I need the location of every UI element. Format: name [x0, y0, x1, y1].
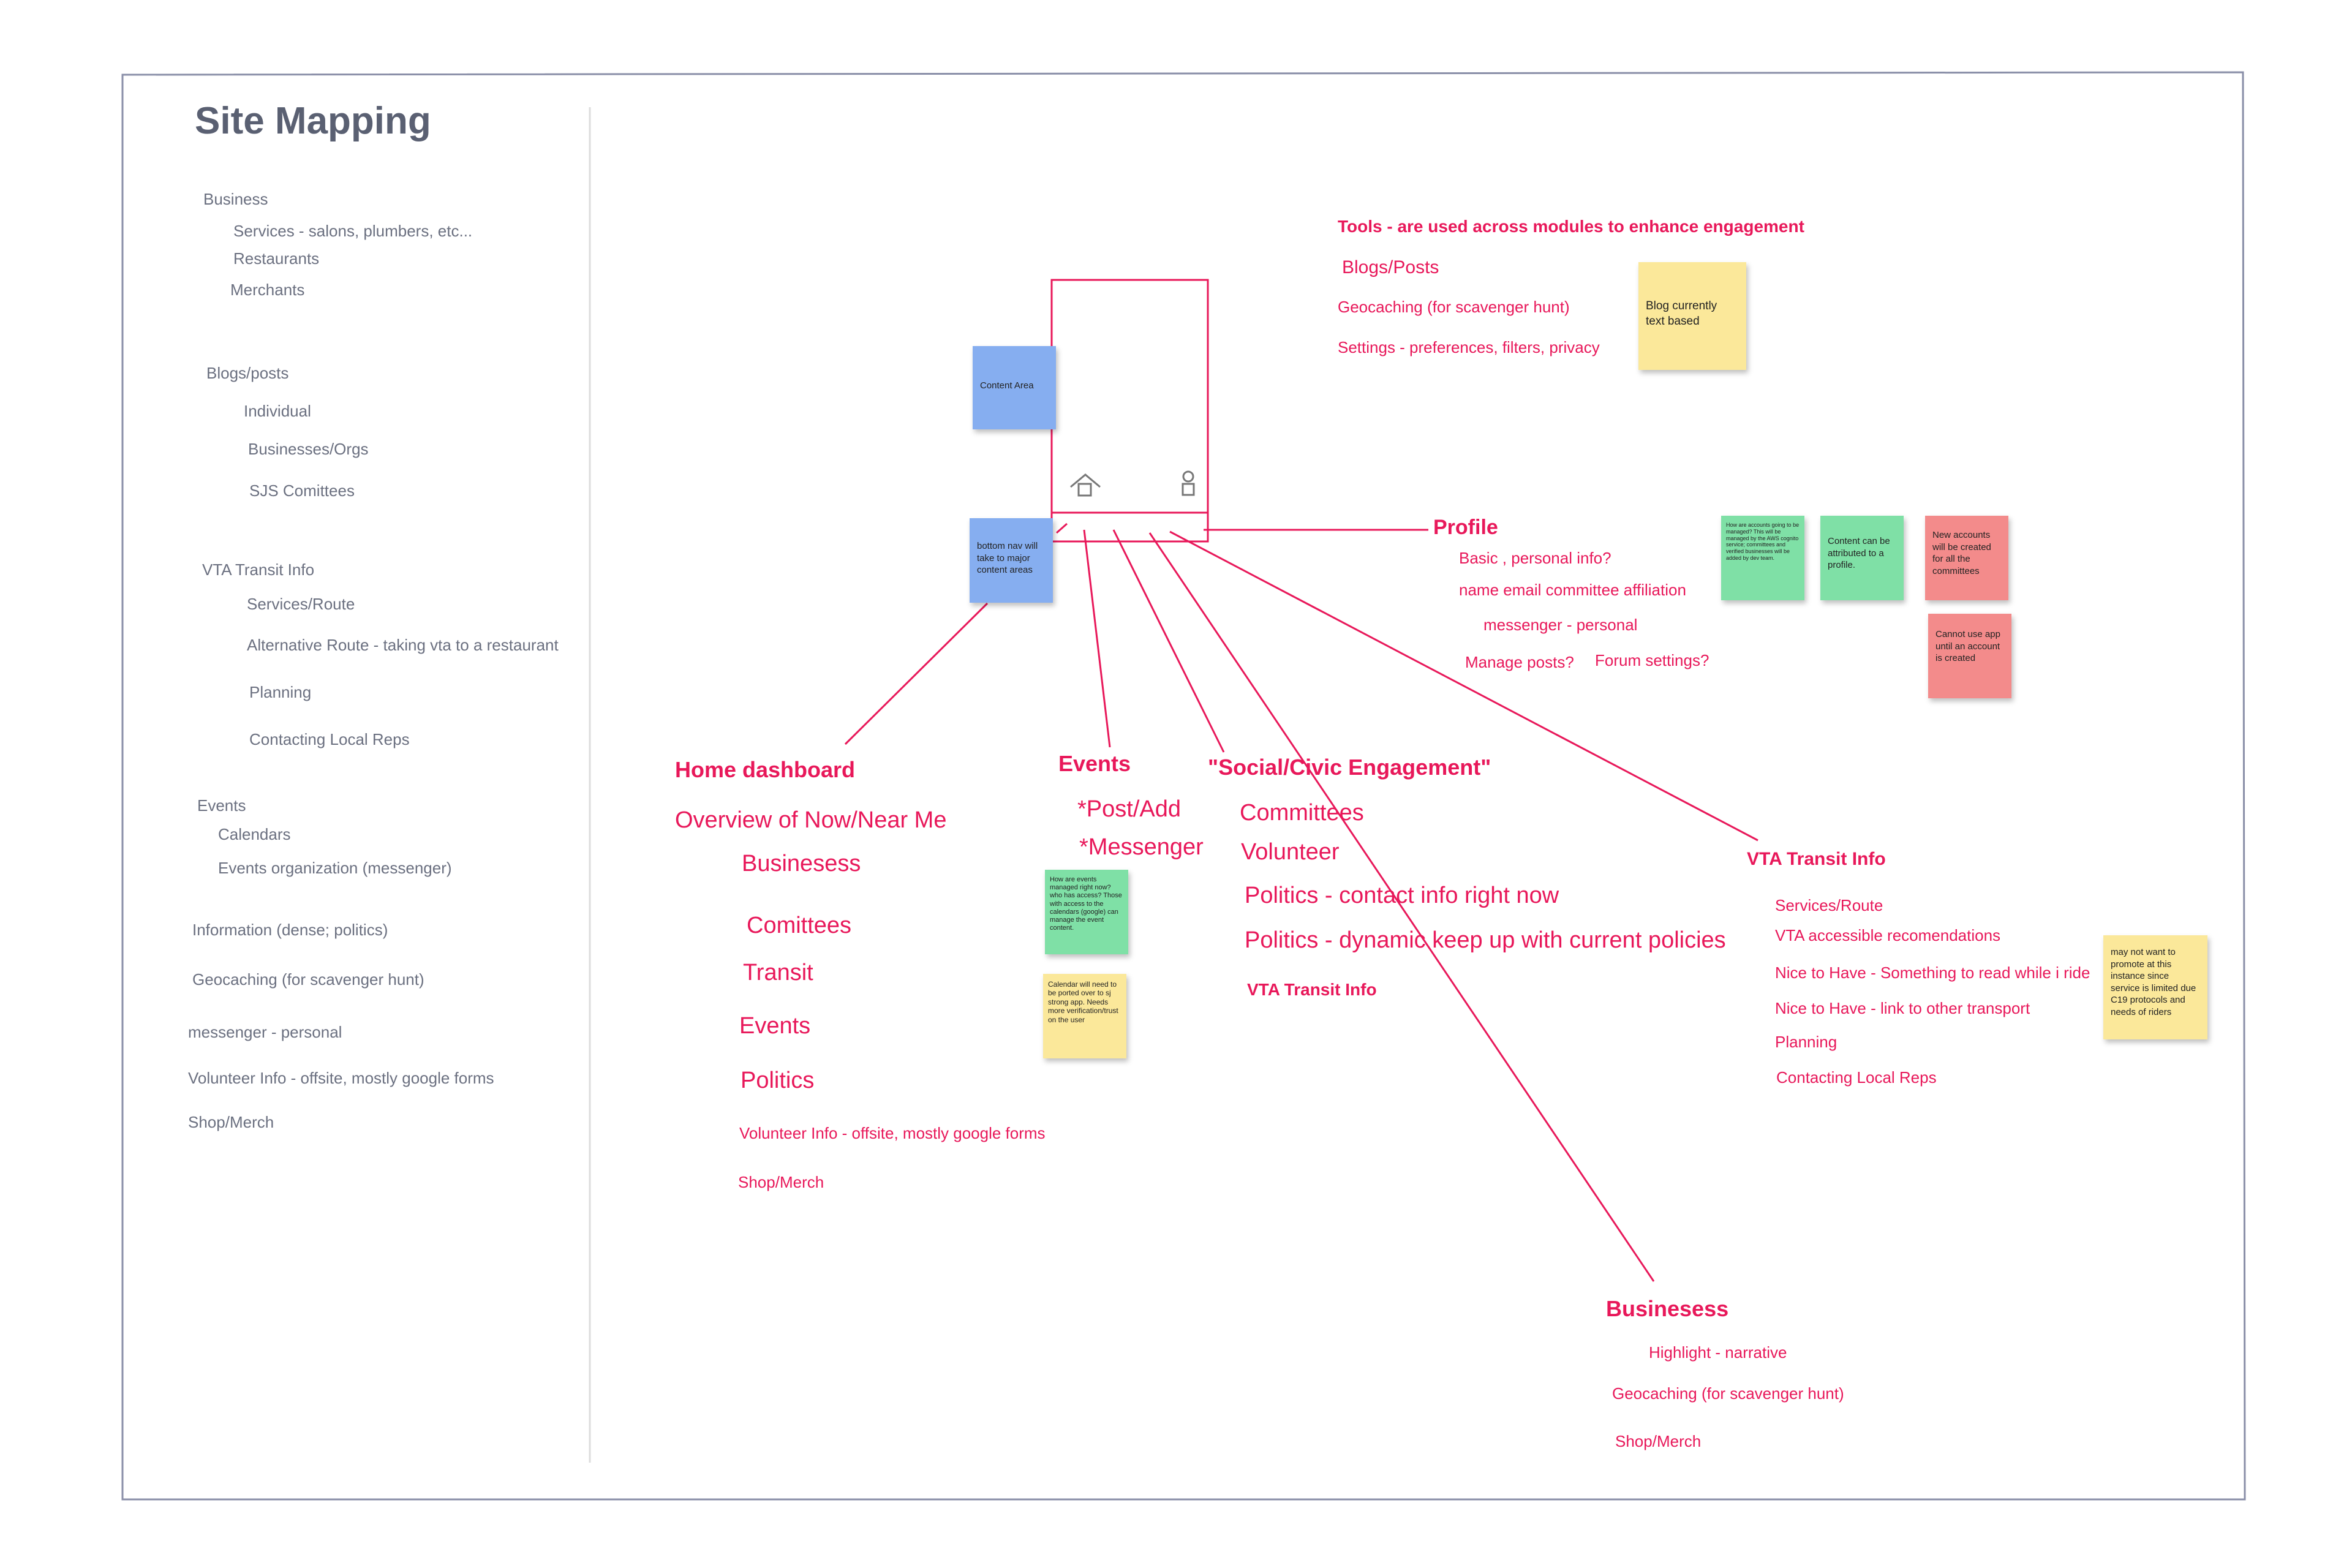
- sticky-new-accounts: New accounts will be created for all the…: [1925, 516, 2008, 600]
- events-heading: Events: [1058, 751, 1131, 776]
- home-shop: Shop/Merch: [738, 1173, 824, 1191]
- sticky-calendar-text: Calendar will need to be ported over to …: [1048, 980, 1118, 1024]
- biz-heading: Businesess: [1606, 1296, 1729, 1321]
- sticky-events-managed: How are events managed right now? who ha…: [1045, 870, 1128, 954]
- line-to-home-nav: [1056, 522, 1068, 534]
- sidebar-geocaching: Geocaching (for scavenger hunt): [192, 970, 424, 989]
- sticky-calendar: Calendar will need to be ported over to …: [1043, 974, 1126, 1058]
- vta-nice-link: Nice to Have - link to other transport: [1775, 999, 2030, 1017]
- page-title: Site Mapping: [195, 100, 431, 142]
- line-to-businesess: [1148, 532, 1655, 1282]
- sticky-accounts: How are accounts going to be managed? Th…: [1721, 516, 1804, 600]
- vta-accessible: VTA accessible recomendations: [1775, 926, 2001, 944]
- social-heading: "Social/Civic Engagement": [1208, 755, 1491, 780]
- sticky-events-managed-text: How are events managed right now? who ha…: [1050, 876, 1122, 932]
- sidebar-shop: Shop/Merch: [188, 1113, 274, 1131]
- sticky-cannot-use-text: Cannot use app until an account is creat…: [1936, 629, 2000, 663]
- sidebar-services: Services - salons, plumbers, etc...: [233, 222, 473, 240]
- vta-nice-read: Nice to Have - Something to read while i…: [1775, 963, 2090, 982]
- sidebar-merchants: Merchants: [230, 281, 305, 299]
- sticky-new-accounts-text: New accounts will be created for all the…: [1932, 530, 1991, 576]
- biz-shop: Shop/Merch: [1615, 1432, 1702, 1450]
- home-businesess: Businesess: [742, 851, 861, 876]
- profile-name: name email committee affiliation: [1459, 581, 1686, 599]
- sidebar-events: Events: [197, 796, 246, 815]
- vta-heading: VTA Transit Info: [1747, 849, 1886, 869]
- sticky-content-area: Content Area: [973, 346, 1056, 429]
- home-heading: Home dashboard: [675, 757, 856, 782]
- home-comittees: Comittees: [747, 913, 852, 938]
- sidebar-information: Information (dense; politics): [192, 921, 388, 939]
- home-events: Events: [739, 1013, 811, 1039]
- sidebar-business: Business: [203, 190, 268, 208]
- biz-highlight: Highlight - narrative: [1649, 1343, 1787, 1362]
- sticky-blog-text: Blog currently text based: [1638, 262, 1746, 370]
- sticky-cannot-use: Cannot use app until an account is creat…: [1928, 614, 2011, 698]
- events-messenger: *Messenger: [1079, 834, 1204, 860]
- sticky-content-area-text: Content Area: [980, 380, 1034, 391]
- sidebar-vta: VTA Transit Info: [202, 560, 315, 579]
- tools-settings: Settings - preferences, filters, privacy: [1338, 338, 1600, 356]
- sidebar-individual: Individual: [244, 402, 311, 420]
- tools-heading: Tools - are used across modules to enhan…: [1338, 217, 1804, 236]
- sticky-blog-text-text: Blog currently text based: [1646, 300, 1717, 328]
- person-icon: [1182, 470, 1195, 496]
- board-frame: [121, 71, 2246, 1501]
- social-volunteer: Volunteer: [1241, 839, 1340, 865]
- sidebar-businesses-orgs: Businesses/Orgs: [248, 440, 369, 458]
- sticky-attributed-text: Content can be attributed to a profile.: [1828, 536, 1890, 570]
- home-volunteer: Volunteer Info - offsite, mostly google …: [739, 1124, 1046, 1142]
- phone-wireframe: [1050, 279, 1209, 543]
- vta-services: Services/Route: [1775, 896, 1883, 914]
- sticky-bottom-nav: bottom nav will take to major content ar…: [970, 518, 1053, 603]
- sidebar-planning: Planning: [249, 683, 312, 701]
- tools-blogs: Blogs/Posts: [1342, 257, 1439, 277]
- line-to-events: [1083, 529, 1111, 748]
- line-to-home-dashboard: [844, 602, 989, 745]
- sidebar-messenger: messenger - personal: [188, 1023, 342, 1041]
- home-overview: Overview of Now/Near Me: [675, 807, 947, 833]
- line-to-vta: [1169, 530, 1758, 842]
- tools-geocaching: Geocaching (for scavenger hunt): [1338, 298, 1570, 316]
- home-politics: Politics: [741, 1068, 815, 1093]
- sidebar-blogs: Blogs/posts: [206, 364, 289, 382]
- sticky-bottom-nav-text: bottom nav will take to major content ar…: [977, 541, 1038, 575]
- home-transit: Transit: [743, 960, 813, 986]
- sidebar-restaurants: Restaurants: [233, 249, 320, 268]
- sticky-vta-note-text: may not want to promote at this instance…: [2111, 947, 2196, 1017]
- sidebar-sjs-comittees: SJS Comittees: [249, 481, 355, 500]
- sidebar-services-route: Services/Route: [247, 595, 355, 613]
- sticky-vta-note: may not want to promote at this instance…: [2103, 935, 2207, 1039]
- profile-forum: Forum settings?: [1595, 651, 1709, 669]
- home-icon: [1070, 473, 1101, 497]
- profile-messenger: messenger - personal: [1483, 616, 1638, 634]
- biz-geocaching: Geocaching (for scavenger hunt): [1612, 1384, 1844, 1403]
- vta-planning: Planning: [1775, 1033, 1838, 1051]
- line-to-social: [1112, 529, 1225, 753]
- vta-contacting: Contacting Local Reps: [1776, 1068, 1937, 1087]
- sticky-accounts-text: How are accounts going to be managed? Th…: [1726, 522, 1800, 561]
- sticky-attributed: Content can be attributed to a profile.: [1820, 516, 1904, 600]
- events-post: *Post/Add: [1077, 796, 1181, 822]
- sidebar-events-org: Events organization (messenger): [218, 859, 452, 877]
- sidebar-alt-route: Alternative Route - taking vta to a rest…: [247, 636, 559, 654]
- social-committees: Committees: [1240, 800, 1364, 826]
- profile-manage: Manage posts?: [1465, 653, 1574, 671]
- sidebar-contacting: Contacting Local Reps: [249, 730, 410, 748]
- sidebar-calendars: Calendars: [218, 825, 291, 843]
- social-vta: VTA Transit Info: [1247, 980, 1377, 999]
- profile-basic: Basic , personal info?: [1459, 549, 1611, 567]
- social-politics-contact: Politics - contact info right now: [1245, 883, 1559, 908]
- profile-heading: Profile: [1433, 516, 1498, 539]
- social-politics-dynamic: Politics - dynamic keep up with current …: [1245, 927, 1726, 953]
- sidebar-volunteer: Volunteer Info - offsite, mostly google …: [188, 1069, 494, 1087]
